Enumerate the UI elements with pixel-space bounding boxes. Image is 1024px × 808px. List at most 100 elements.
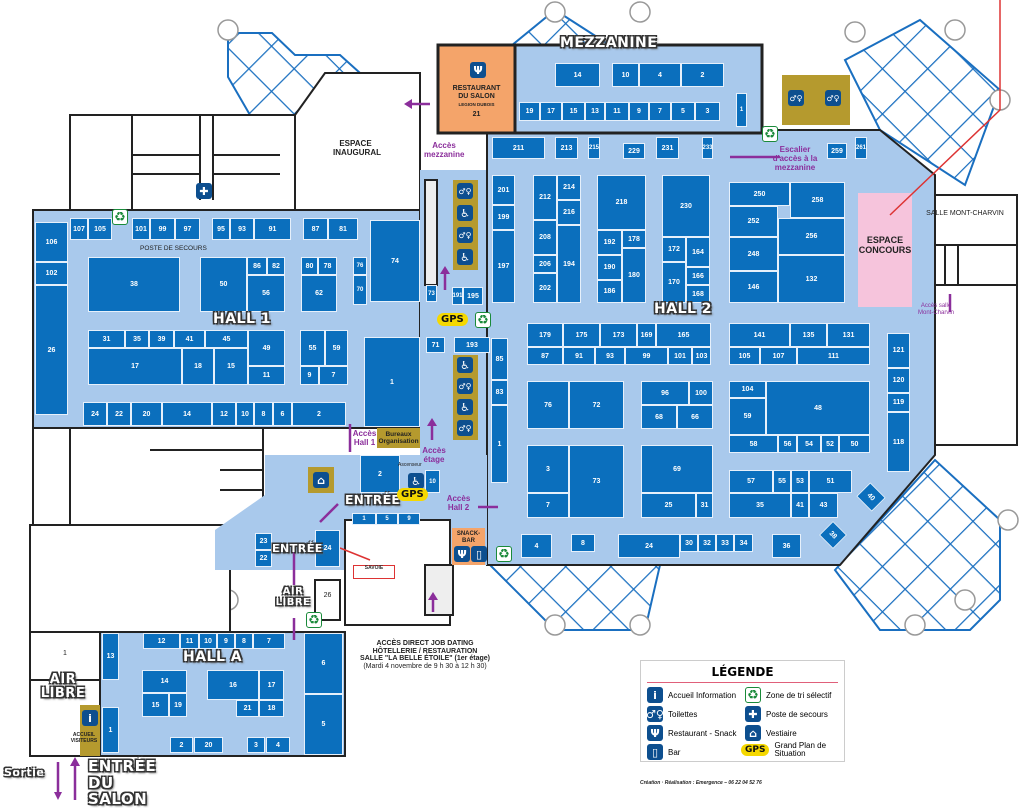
hall1-booth[interactable]: 7 (319, 366, 348, 385)
hall1-booth[interactable]: 105 (88, 218, 112, 240)
hall2-booth[interactable]: 252 (729, 206, 778, 237)
hall2-booth[interactable]: 190 (597, 255, 622, 280)
hall2-booth[interactable]: 259 (827, 143, 847, 159)
hall1-booth[interactable]: 35 (125, 330, 149, 348)
hall1-booth[interactable]: 74 (370, 220, 420, 302)
hall2-booth[interactable]: 1 (491, 405, 508, 483)
mezzanine-booth[interactable]: 5 (671, 102, 695, 121)
hall1-booth[interactable]: 59 (325, 330, 348, 366)
hall2-booth[interactable]: 135 (790, 323, 827, 347)
hall1-booth[interactable]: 2 (292, 402, 346, 426)
hallA-booth[interactable]: 13 (102, 633, 119, 680)
hall2-booth[interactable]: 229 (623, 143, 645, 159)
mezzanine-booth[interactable]: 10 (612, 63, 639, 87)
mezzanine-booth[interactable]: 13 (585, 102, 605, 121)
hall1-booth[interactable]: 73 (426, 285, 437, 302)
hall1-booth[interactable]: 55 (300, 330, 325, 366)
hall1-booth[interactable]: 62 (301, 275, 337, 312)
entrance-booth[interactable]: 10 (425, 470, 440, 493)
mezzanine-booth[interactable]: 9 (629, 102, 649, 121)
hall2-booth[interactable]: 132 (778, 255, 845, 303)
hall1-booth[interactable]: 191 (452, 287, 463, 305)
hallA-booth[interactable]: 15 (142, 693, 169, 717)
hall1-booth[interactable]: 87 (303, 218, 328, 240)
hallA-booth[interactable]: 14 (142, 670, 187, 693)
hall1-booth[interactable]: 86 (247, 257, 267, 275)
hall2-booth[interactable]: 261 (855, 137, 867, 159)
hall1-booth[interactable]: 82 (267, 257, 285, 275)
hall1-booth[interactable]: 56 (247, 275, 285, 312)
hall1-booth[interactable]: 106 (35, 222, 68, 262)
hall2-booth[interactable]: 179 (527, 323, 563, 347)
hall1-booth[interactable]: 11 (248, 366, 285, 385)
hallA-booth[interactable]: 19 (169, 693, 187, 717)
hall2-booth[interactable]: 32 (698, 534, 716, 552)
hallA-booth[interactable]: 2 (170, 737, 193, 753)
hall2-booth[interactable]: 231 (656, 137, 679, 159)
hall2-booth[interactable]: 30 (680, 534, 698, 552)
hall2-booth[interactable]: 214 (557, 175, 581, 200)
hall1-booth[interactable]: 14 (162, 402, 212, 426)
mezzanine-booth[interactable]: 17 (540, 102, 562, 121)
mezzanine-booth[interactable]: 11 (605, 102, 629, 121)
mezzanine-booth[interactable]: 2 (681, 63, 724, 87)
hall2-booth[interactable]: 146 (729, 271, 778, 303)
hall2-booth[interactable]: 192 (597, 230, 622, 255)
hall2-booth[interactable]: 120 (887, 368, 910, 393)
gps-marker-1[interactable]: GPS (437, 313, 468, 326)
mezzanine-booth[interactable]: 19 (519, 102, 540, 121)
hall2-booth[interactable]: 103 (692, 347, 711, 365)
hall1-booth[interactable]: 99 (150, 218, 175, 240)
hallA-booth[interactable]: 3 (247, 737, 265, 753)
hall2-booth[interactable]: 100 (689, 381, 713, 405)
hallA-booth[interactable]: 7 (253, 633, 285, 649)
hall2-booth[interactable]: 52 (821, 435, 839, 453)
hall2-booth[interactable]: 164 (686, 237, 710, 267)
hall2-booth[interactable]: 258 (790, 182, 845, 218)
hall1-booth[interactable]: 70 (353, 275, 367, 305)
hall1-booth[interactable]: 81 (328, 218, 358, 240)
hall2-booth[interactable]: 54 (797, 435, 821, 453)
hall1-booth[interactable]: 93 (230, 218, 254, 240)
hall2-booth[interactable]: 168 (686, 285, 710, 303)
hall2-booth[interactable]: 212 (533, 175, 557, 220)
hallA-booth[interactable]: 6 (304, 633, 343, 694)
hall1-booth[interactable]: 195 (463, 287, 483, 305)
hall1-booth[interactable]: 1 (364, 337, 420, 427)
hall2-booth[interactable]: 197 (492, 230, 515, 303)
hall1-booth[interactable]: 38 (88, 257, 180, 312)
entrance-booth[interactable]: 5 (376, 513, 398, 525)
hall2-booth[interactable]: 165 (656, 323, 711, 347)
hallA-booth[interactable]: 21 (236, 700, 259, 717)
hall1-booth[interactable]: 45 (205, 330, 248, 348)
entrance-booth[interactable]: 22 (255, 550, 272, 567)
hall2-booth[interactable]: 25 (641, 493, 696, 518)
hall2-booth[interactable]: 7 (527, 493, 569, 518)
hall2-booth[interactable]: 180 (622, 248, 646, 303)
hall2-booth[interactable]: 87 (527, 347, 563, 365)
hall2-booth[interactable]: 24 (618, 534, 680, 558)
hall2-booth[interactable]: 215 (588, 137, 600, 159)
hall1-booth[interactable]: 101 (132, 218, 150, 240)
hall2-booth[interactable]: 55 (773, 470, 791, 493)
hall1-booth[interactable]: 39 (149, 330, 174, 348)
hall2-booth[interactable]: 41 (791, 493, 809, 518)
hall2-booth[interactable]: 173 (600, 323, 637, 347)
hall1-booth[interactable]: 26 (35, 285, 68, 415)
hallA-booth[interactable]: 20 (194, 737, 223, 753)
mezzanine-booth[interactable]: 3 (695, 102, 720, 121)
hall2-booth[interactable]: 233 (702, 137, 713, 159)
gps-marker-2[interactable]: GPS (397, 488, 428, 501)
hall1-booth[interactable]: 10 (236, 402, 254, 426)
hall1-booth[interactable]: 71 (426, 337, 445, 353)
hall2-booth[interactable]: 73 (569, 445, 624, 518)
hall2-booth[interactable]: 248 (729, 237, 778, 271)
hall2-booth[interactable]: 31 (696, 493, 713, 518)
hall2-booth[interactable]: 58 (729, 435, 778, 453)
hall2-booth[interactable]: 43 (809, 493, 838, 518)
hall2-booth[interactable]: 48 (766, 381, 870, 435)
hall1-booth[interactable]: 18 (182, 348, 214, 385)
hall2-booth[interactable]: 36 (772, 534, 801, 558)
hall2-booth[interactable]: 99 (625, 347, 668, 365)
hall1-booth[interactable]: 102 (35, 262, 68, 285)
